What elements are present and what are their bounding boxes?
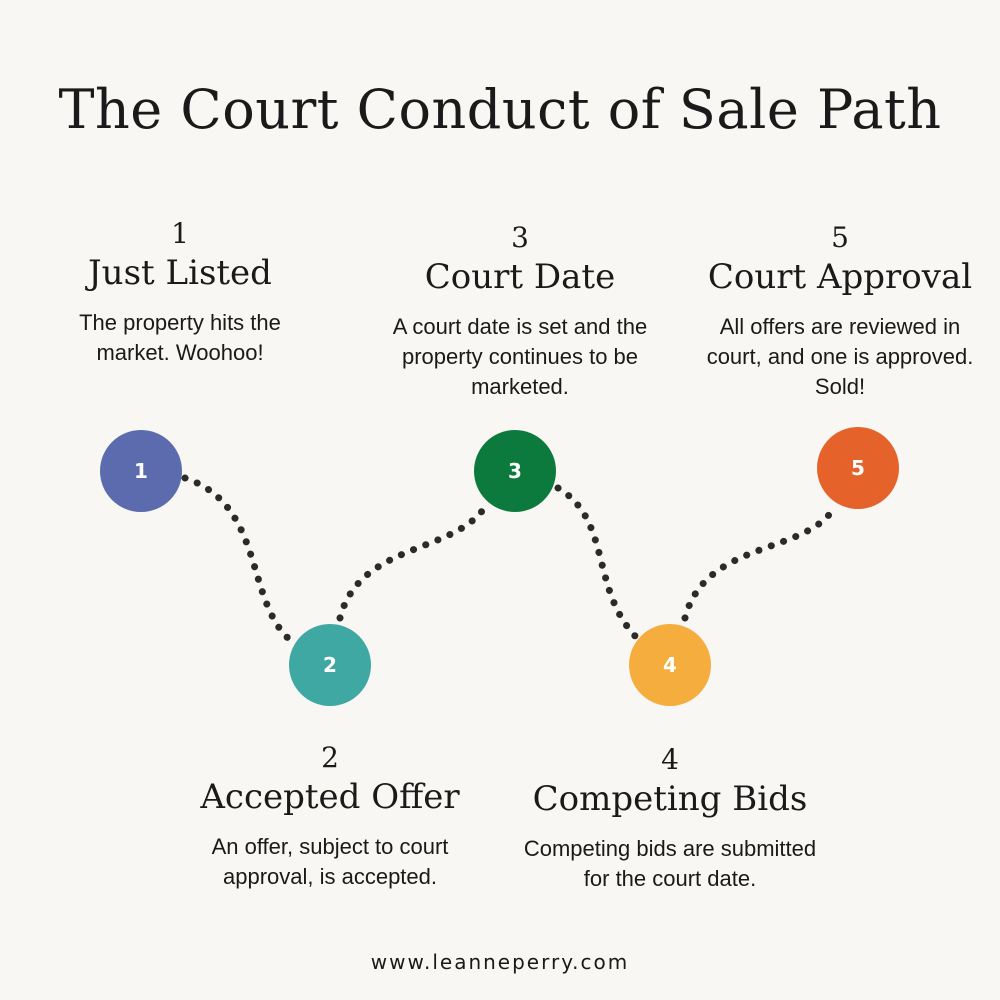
step-heading: Court Approval <box>707 257 973 297</box>
step-node-2: 2 <box>289 624 371 706</box>
step-circle-label-5: 5 <box>851 456 865 480</box>
step-circle-label-2: 2 <box>323 653 337 677</box>
step-node-5: 5 <box>817 427 899 509</box>
dotted-connector <box>681 504 838 622</box>
website-footer: www.leanneperry.com <box>370 950 630 974</box>
step-circle-4 <box>629 624 711 706</box>
step-circle-5 <box>817 427 899 509</box>
step-circle-2 <box>289 624 371 706</box>
step-description: All offers are reviewed in court, and on… <box>706 314 974 399</box>
step-heading: Competing Bids <box>532 779 808 819</box>
step-number: 3 <box>511 221 529 254</box>
step-circle-label-1: 1 <box>134 459 148 483</box>
step-number: 2 <box>321 741 339 774</box>
step-description: The property hits the market. Woohoo! <box>79 310 281 365</box>
dotted-connector <box>554 484 641 642</box>
step-number: 4 <box>661 743 679 776</box>
step-description: Competing bids are submitted for the cou… <box>523 836 817 891</box>
step-description: An offer, subject to court approval, is … <box>211 834 449 889</box>
step-3-text: 3 Court Date A court date is set and the… <box>380 222 660 402</box>
step-circle-1 <box>100 430 182 512</box>
dotted-connector <box>336 498 492 622</box>
step-5-text: 5 Court Approval All offers are reviewed… <box>690 222 990 402</box>
step-number: 1 <box>171 217 189 250</box>
step-description: A court date is set and the property con… <box>392 314 648 399</box>
step-1-text: 1 Just Listed The property hits the mark… <box>40 218 320 368</box>
step-4-text: 4 Competing Bids Competing bids are subm… <box>520 744 820 894</box>
step-heading: Court Date <box>424 257 616 297</box>
step-circle-3 <box>474 430 556 512</box>
step-node-1: 1 <box>100 430 182 512</box>
step-heading: Accepted Offer <box>200 777 460 817</box>
step-heading: Just Listed <box>88 253 272 293</box>
step-circle-label-4: 4 <box>663 653 677 677</box>
step-2-text: 2 Accepted Offer An offer, subject to co… <box>185 742 475 892</box>
dotted-connector <box>181 474 294 644</box>
step-number: 5 <box>831 221 849 254</box>
page-title: The Court Conduct of Sale Path <box>58 78 942 141</box>
step-node-3: 3 <box>474 430 556 512</box>
step-node-4: 4 <box>629 624 711 706</box>
step-circle-label-3: 3 <box>508 459 522 483</box>
